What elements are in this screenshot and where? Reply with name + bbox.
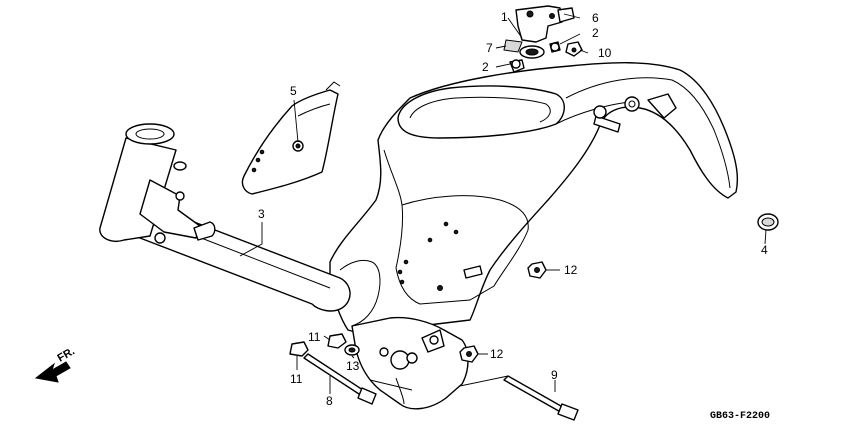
screw-2-upper xyxy=(549,41,561,53)
grommet-1 xyxy=(519,45,545,59)
callout-2-lower: 2 xyxy=(482,60,489,74)
callout-8: 8 xyxy=(326,394,333,408)
bolt-8 xyxy=(303,353,377,405)
seat-lock-bracket-6 xyxy=(515,5,575,43)
bolt-9 xyxy=(503,375,579,421)
cap-4 xyxy=(757,213,779,231)
callout-12-lower: 12 xyxy=(490,347,504,361)
front-direction-indicator: FR. xyxy=(34,345,77,383)
drawing-code: GB63-F2200 xyxy=(710,411,770,422)
front-arrow-icon xyxy=(34,361,71,383)
down-tube-head-pipe xyxy=(99,123,351,312)
engine-hanger-bracket xyxy=(351,316,469,410)
side-plate-5 xyxy=(241,81,341,195)
callout-3: 3 xyxy=(258,207,265,221)
callout-2-upper: 2 xyxy=(592,26,599,40)
callout-5: 5 xyxy=(290,84,297,98)
screw-2-lower xyxy=(509,59,525,73)
leader-lines xyxy=(239,13,767,394)
clip-10 xyxy=(565,41,583,57)
nut-12-lower xyxy=(459,345,479,363)
nut-11-a xyxy=(327,333,347,349)
callout-13: 13 xyxy=(346,359,360,373)
callout-9: 9 xyxy=(551,368,558,382)
callout-1: 1 xyxy=(501,10,508,24)
callout-7: 7 xyxy=(486,41,493,55)
nut-11-b xyxy=(289,341,309,357)
frame-body-shroud xyxy=(329,62,739,335)
cushion-7 xyxy=(503,39,523,53)
front-label: FR. xyxy=(56,345,77,364)
nut-12-upper xyxy=(527,261,547,279)
callout-12-upper: 12 xyxy=(564,263,578,277)
callout-10: 10 xyxy=(598,46,612,60)
callout-11-a: 11 xyxy=(308,330,321,344)
callout-labels: 1 2 2 3 4 5 6 7 8 9 10 11 11 12 12 13 xyxy=(258,10,768,408)
washer-13 xyxy=(344,344,360,356)
callout-6: 6 xyxy=(592,11,599,25)
callout-11-b: 11 xyxy=(290,372,303,386)
callout-4: 4 xyxy=(761,243,768,257)
